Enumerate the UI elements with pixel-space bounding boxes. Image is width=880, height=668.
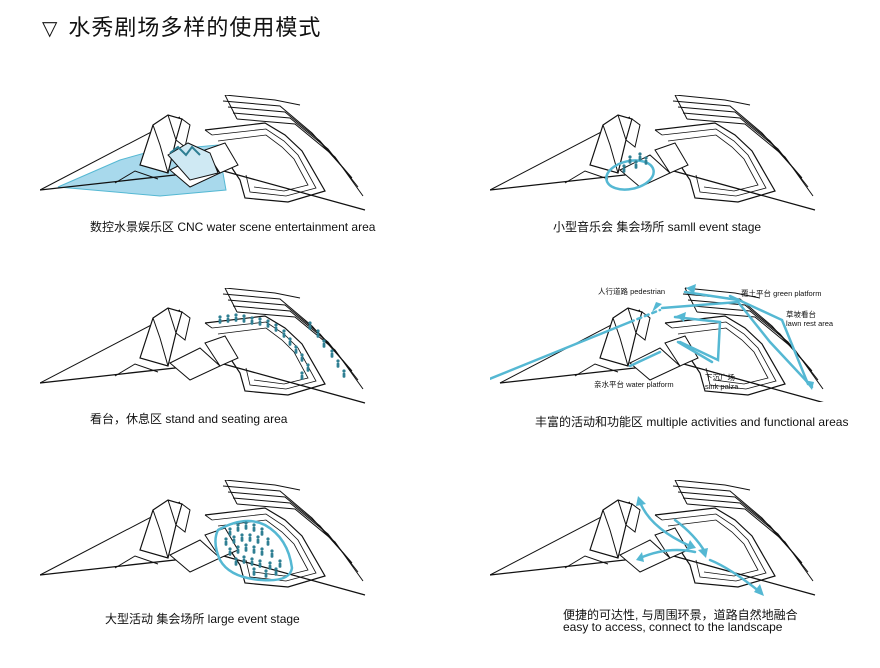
diagram-seating bbox=[40, 288, 370, 408]
caption-large-event: 大型活动 集会场所 large event stage bbox=[105, 612, 300, 626]
diagram-activities bbox=[490, 282, 830, 402]
access-drawing bbox=[490, 480, 816, 596]
label-water-platform: 亲水平台 water platform bbox=[594, 380, 674, 389]
small-event-drawing bbox=[490, 95, 816, 211]
title-text: 水秀剧场多样的使用模式 bbox=[68, 15, 322, 40]
activities-drawing bbox=[490, 284, 826, 402]
diagram-access bbox=[490, 480, 820, 600]
caption-activities: 丰富的活动和功能区 multiple activities and functi… bbox=[535, 415, 849, 429]
caption-access-line1: 便捷的可达性, 与周围环景，道路自然地融合 bbox=[563, 608, 798, 622]
caption-small-event: 小型音乐会 集会场所 samll event stage bbox=[553, 220, 762, 234]
caption-access: 便捷的可达性, 与周围环景，道路自然地融合 easy to access, co… bbox=[563, 609, 798, 633]
caption-seating: 看台，休息区 stand and seating area bbox=[90, 412, 288, 426]
seating-drawing bbox=[40, 288, 366, 404]
label-sink-en: sink palza bbox=[705, 382, 739, 391]
diagram-small-event bbox=[490, 95, 820, 215]
label-green-platform: 覆土平台 green platform bbox=[741, 289, 822, 298]
diagram-large-event bbox=[40, 480, 370, 600]
large-event-drawing bbox=[40, 480, 366, 596]
label-pedestrian: 人行道路 pedestrian bbox=[598, 287, 666, 296]
caption-water-scene: 数控水景娱乐区 CNC water scene entertainment ar… bbox=[90, 220, 376, 234]
triangle-marker-icon: ▽ bbox=[42, 18, 59, 40]
label-lawn-en: lawn rest area bbox=[786, 319, 834, 328]
water-scene-drawing bbox=[40, 95, 366, 211]
label-lawn-cn: 草坡看台 bbox=[786, 310, 816, 319]
label-sink-cn: 下沉广场 bbox=[705, 373, 735, 382]
caption-access-line2: easy to access, connect to the landscape bbox=[563, 620, 783, 634]
diagram-water-scene bbox=[40, 95, 370, 215]
page-title: ▽ 水秀剧场多样的使用模式 bbox=[42, 10, 321, 42]
